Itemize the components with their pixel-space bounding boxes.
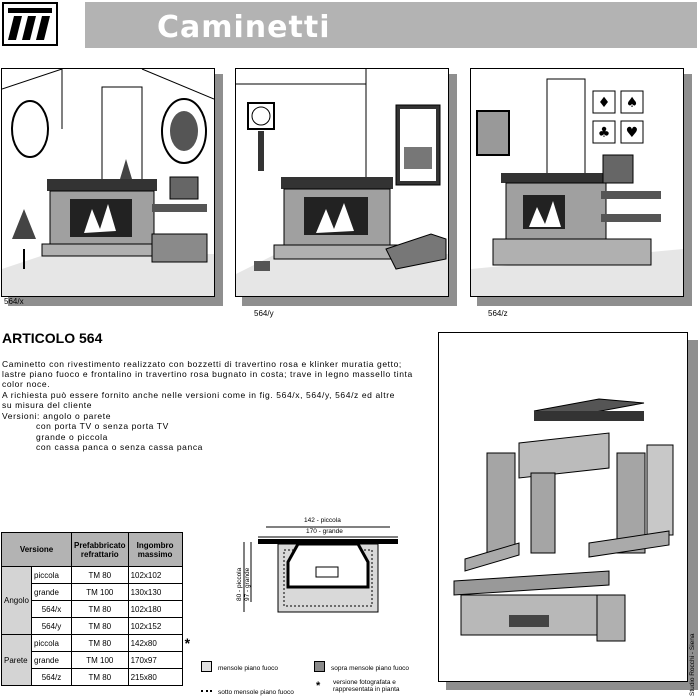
caption-564z: 564/z	[488, 309, 508, 318]
table-cell: TM 80	[71, 634, 129, 652]
logo	[2, 2, 58, 46]
description-line: lastre piano fuoco e frontalino in trave…	[2, 369, 413, 379]
table-cell: 102x180	[127, 600, 183, 618]
fireplace-panel-564y	[235, 68, 449, 297]
table-cell: 102x152	[127, 617, 183, 635]
legend-label: sotto mensole piano fuoco	[218, 689, 294, 696]
table-mark	[182, 584, 198, 601]
header-versione: Versione	[1, 532, 72, 567]
table-cell: 564/y	[31, 617, 72, 635]
table-cell: TM 100	[71, 583, 129, 601]
dimension-top-grande: 170 - grande	[306, 528, 343, 535]
table-cell: 102x102	[127, 566, 183, 584]
table-cell: TM 100	[71, 651, 129, 669]
table-cell: 564/x	[31, 600, 72, 618]
table-cell: 564/z	[31, 668, 72, 686]
table-cell: grande	[31, 583, 72, 601]
description-line: A richiesta può essere fornito anche nel…	[2, 390, 396, 400]
table-cell: piccola	[31, 566, 72, 584]
exploded-view-panel	[438, 332, 688, 682]
dimension-top-piccola: 142 - piccola	[304, 517, 341, 524]
table-mark	[182, 567, 198, 584]
caption-564y: 564/y	[254, 309, 274, 318]
fireplace-panel-564x	[1, 68, 215, 297]
svg-text:♣: ♣	[598, 125, 611, 141]
dimension-side-grande: 97 - grande	[244, 567, 251, 601]
blank	[182, 533, 198, 567]
description-line: su misura del cliente	[2, 400, 93, 410]
article-title: ARTICOLO 564	[2, 330, 103, 346]
svg-text:♦: ♦	[598, 95, 611, 111]
legend-star: *	[316, 680, 321, 692]
photographed-star: *	[184, 635, 191, 651]
table-cell: TM 80	[71, 600, 129, 618]
legend-swatch-dark	[314, 661, 325, 672]
svg-text:♥: ♥	[626, 125, 639, 141]
legend-swatch-dotted	[201, 690, 212, 694]
table-mark	[182, 669, 198, 686]
table-cell: piccola	[31, 634, 72, 652]
fireplace-illustration: ♦ ♠ ♣ ♥	[471, 78, 683, 296]
legend-label: versione fotografata e rappresentata in …	[333, 679, 400, 693]
header-prefabbricato: Prefabbricato refrattario	[71, 532, 129, 567]
dimension-side-piccola: 80 - piccola	[236, 567, 243, 601]
exploded-view-illustration	[453, 398, 674, 642]
table-cell: grande	[31, 651, 72, 669]
legend-swatch-light	[201, 661, 212, 672]
title-band: Caminetti	[85, 2, 697, 48]
description-line: color noce.	[2, 379, 51, 389]
table-mark	[182, 601, 198, 618]
table-mark	[182, 652, 198, 669]
spec-table-wrapper: Versione Prefabbricato refrattario Ingom…	[1, 532, 199, 686]
credit-text: Studio Rocchi - Siena	[689, 633, 696, 696]
svg-text:♠: ♠	[626, 95, 639, 111]
legend-label: sopra mensole piano fuoco	[331, 665, 410, 672]
description-line: Caminetto con rivestimento realizzato co…	[2, 359, 402, 369]
legend-label: mensole piano fuoco	[218, 665, 278, 672]
description-line: con cassa panca o senza cassa panca	[36, 442, 204, 452]
page-title: Caminetti	[157, 10, 331, 45]
table-cell: TM 80	[71, 668, 129, 686]
spec-table: Versione Prefabbricato refrattario Ingom…	[1, 532, 199, 686]
table-cell: 130x130	[127, 583, 183, 601]
table-cell: 215x80	[127, 668, 183, 686]
table-cell: TM 80	[71, 617, 129, 635]
caption-564x: 564/x	[4, 297, 24, 306]
table-cell: 170x97	[127, 651, 183, 669]
credit-wrapper: Studio Rocchi - Siena	[688, 620, 698, 698]
description-line: grande o piccola	[36, 432, 108, 442]
group-parete: Parete	[1, 634, 32, 686]
table-cell: 142x80	[127, 634, 183, 652]
plan-diagram	[243, 526, 398, 613]
fireplace-illustration	[2, 69, 214, 296]
table-cell: TM 80	[71, 566, 129, 584]
description-line: con porta TV o senza porta TV	[36, 421, 169, 431]
table-mark	[182, 618, 198, 635]
header-ingombro: Ingombro massimo	[127, 532, 183, 567]
plan-drawing: 142 - piccola 170 - grande 80 - piccola …	[236, 517, 420, 617]
description-line: Versioni: angolo o parete	[2, 411, 112, 421]
fireplace-panel-564z: ♦ ♠ ♣ ♥	[470, 68, 684, 297]
fireplace-illustration	[236, 69, 448, 296]
group-angolo: Angolo	[1, 566, 32, 635]
